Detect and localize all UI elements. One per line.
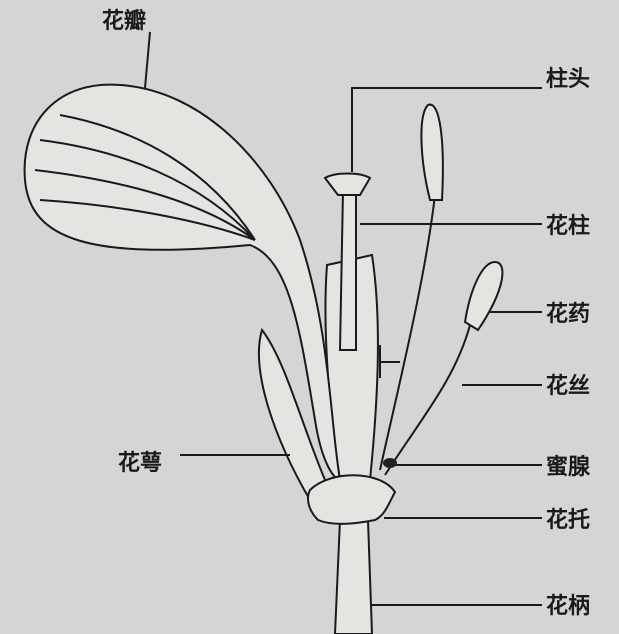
label-pedicel: 花柄 (546, 593, 590, 619)
filament-1 (379, 194, 436, 471)
anther-2 (463, 260, 504, 332)
sepal-bracket (379, 345, 400, 378)
stigma-leader (351, 87, 542, 172)
label-sepal: 花萼 (118, 450, 162, 476)
nectary-shape (383, 458, 397, 468)
filament-2 (384, 324, 471, 476)
label-style: 花柱 (546, 213, 590, 239)
label-anther: 花药 (546, 301, 590, 327)
petal-shape (23, 83, 342, 482)
label-nectary: 蜜腺 (546, 454, 591, 480)
label-petal: 花瓣 (102, 8, 146, 34)
anther-1 (420, 103, 444, 201)
label-receptacle: 花托 (546, 507, 590, 533)
label-stigma: 柱头 (546, 67, 590, 92)
pedicel-shape (333, 519, 374, 634)
receptacle-shape (307, 474, 397, 525)
label-filament: 花丝 (546, 373, 590, 399)
style-shape (338, 189, 357, 351)
petal-leader (144, 31, 151, 89)
stigma-shape (323, 172, 372, 196)
